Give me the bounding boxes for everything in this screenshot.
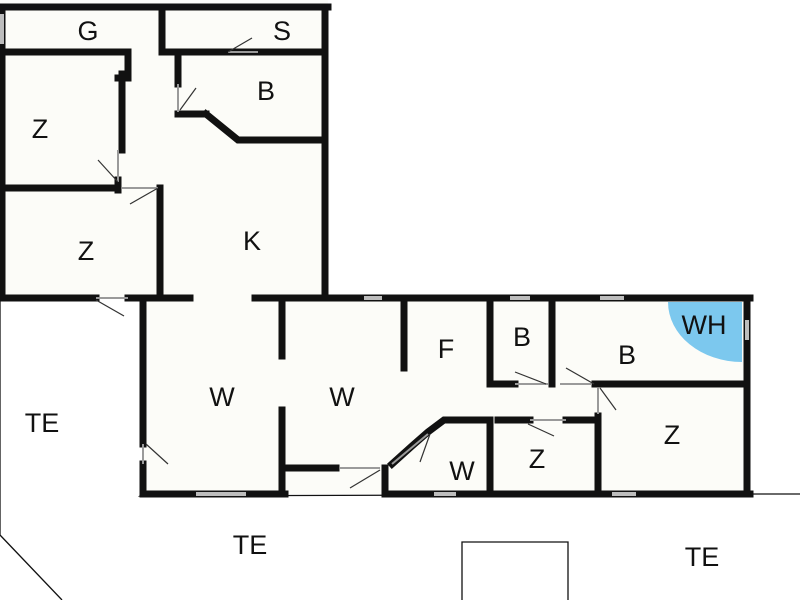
room-label-b-small: B bbox=[513, 322, 531, 352]
room-label-w-mid: W bbox=[329, 382, 355, 412]
room-label-w-left: W bbox=[209, 382, 235, 412]
room-label-b-right: B bbox=[618, 340, 636, 370]
room-label-b-top: B bbox=[257, 76, 275, 106]
room-label-te-right: TE bbox=[685, 542, 720, 572]
room-labels: G S B Z Z K W W F B B WH W Z Z TE TE TE bbox=[25, 16, 727, 572]
floor-fill bbox=[0, 0, 750, 494]
room-label-z-small: Z bbox=[529, 444, 546, 474]
room-label-z-mid: Z bbox=[78, 236, 95, 266]
room-label-te-left: TE bbox=[25, 408, 60, 438]
room-label-k: K bbox=[243, 226, 261, 256]
room-label-wh: WH bbox=[682, 310, 727, 340]
door-swings bbox=[95, 37, 617, 489]
room-label-z-right: Z bbox=[664, 420, 681, 450]
water-heater-icon bbox=[668, 302, 742, 362]
room-label-te-bottom: TE bbox=[233, 530, 268, 560]
room-label-f: F bbox=[438, 334, 455, 364]
room-label-s: S bbox=[273, 16, 291, 46]
windows bbox=[0, 14, 749, 496]
room-label-w-small: W bbox=[449, 456, 475, 486]
room-label-z-top: Z bbox=[32, 114, 49, 144]
room-label-g: G bbox=[77, 16, 98, 46]
